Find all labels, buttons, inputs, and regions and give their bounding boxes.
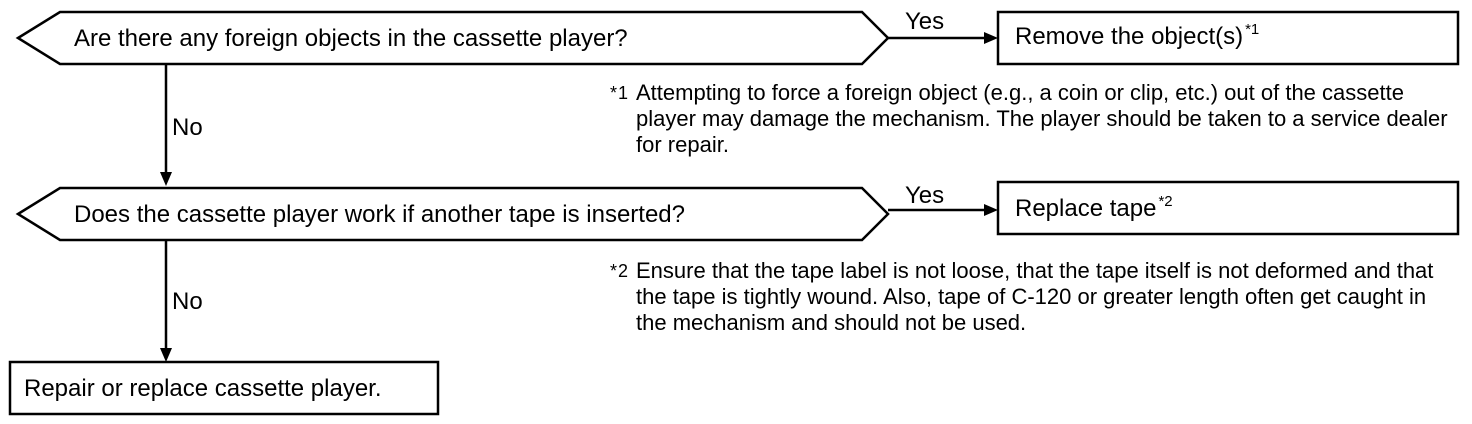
footnote-2-text: Ensure that the tape label is not loose,… <box>636 258 1434 335</box>
footnote-1-marker: *1 <box>610 83 630 103</box>
no-1-arrowhead <box>160 172 172 186</box>
action-2-box <box>996 180 1460 236</box>
end-box <box>8 360 440 416</box>
decision-2-label: Does the cassette player work if another… <box>74 201 685 228</box>
end-label: Repair or replace cassette player. <box>24 375 382 402</box>
action-1-label: Remove the object(s)*1 <box>1015 22 1259 50</box>
no-2-arrowhead <box>160 348 172 362</box>
yes-2-label: Yes <box>905 182 945 209</box>
action-2-label: Replace tape*2 <box>1015 194 1173 222</box>
action-1-footnote-ref: *1 <box>1245 21 1260 38</box>
footnote-1: *1 Attempting to force a foreign object … <box>610 80 1450 158</box>
no-1-label: No <box>172 114 203 141</box>
action-1-box <box>996 10 1460 66</box>
decision-1-label: Are there any foreign objects in the cas… <box>74 25 628 52</box>
action-2-footnote-ref: *2 <box>1158 193 1173 210</box>
decision-2-shape <box>15 186 890 242</box>
no-2-label: No <box>172 288 203 315</box>
action-2-text: Replace tape <box>1015 195 1157 222</box>
action-1-text: Remove the object(s) <box>1015 23 1244 50</box>
yes-1-arrowhead <box>984 32 998 44</box>
footnote-2: *2 Ensure that the tape label is not loo… <box>610 258 1450 336</box>
yes-1-label: Yes <box>905 8 945 35</box>
yes-2-arrowhead <box>984 204 998 216</box>
footnote-1-text: Attempting to force a foreign object (e.… <box>636 80 1448 157</box>
footnote-2-marker: *2 <box>610 261 630 281</box>
